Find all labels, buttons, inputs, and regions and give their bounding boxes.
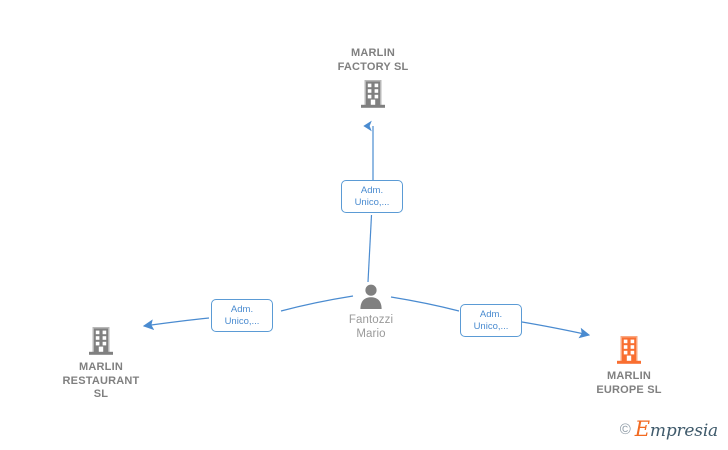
brand-initial: E	[634, 417, 650, 441]
brand-rest: mpresia	[649, 421, 718, 441]
node-marlin-restaurant[interactable]: MARLIN RESTAURANT SL	[26, 325, 176, 402]
copyright-icon: ©	[619, 421, 631, 438]
node-marlin-europe[interactable]: MARLIN EUROPE SL	[554, 334, 704, 397]
edge-to-restaurant[interactable]	[142, 295, 354, 331]
building-icon	[554, 334, 704, 366]
node-label-marlin-restaurant: MARLIN RESTAURANT SL	[62, 361, 140, 400]
edge-to-factory[interactable]	[363, 120, 374, 283]
empresia-watermark: © Empresia	[620, 419, 718, 440]
edge-label-to-factory[interactable]: Adm. Unico,...	[341, 180, 403, 213]
node-label-fantozzi-mario: Fantozzi Mario	[348, 314, 394, 340]
edge-to-europe[interactable]	[390, 296, 591, 339]
person-icon	[296, 283, 446, 309]
node-label-marlin-factory: MARLIN FACTORY SL	[337, 47, 409, 73]
node-fantozzi-mario[interactable]: Fantozzi Mario	[296, 283, 446, 341]
edge-label-to-europe[interactable]: Adm. Unico,...	[460, 304, 522, 337]
building-icon	[26, 325, 176, 357]
building-icon	[298, 78, 448, 110]
node-marlin-factory[interactable]: MARLIN FACTORY SL	[298, 47, 448, 110]
brand-name: Empresia	[635, 419, 718, 440]
edge-label-to-restaurant[interactable]: Adm. Unico,...	[211, 299, 273, 332]
node-label-marlin-europe: MARLIN EUROPE SL	[596, 370, 662, 396]
